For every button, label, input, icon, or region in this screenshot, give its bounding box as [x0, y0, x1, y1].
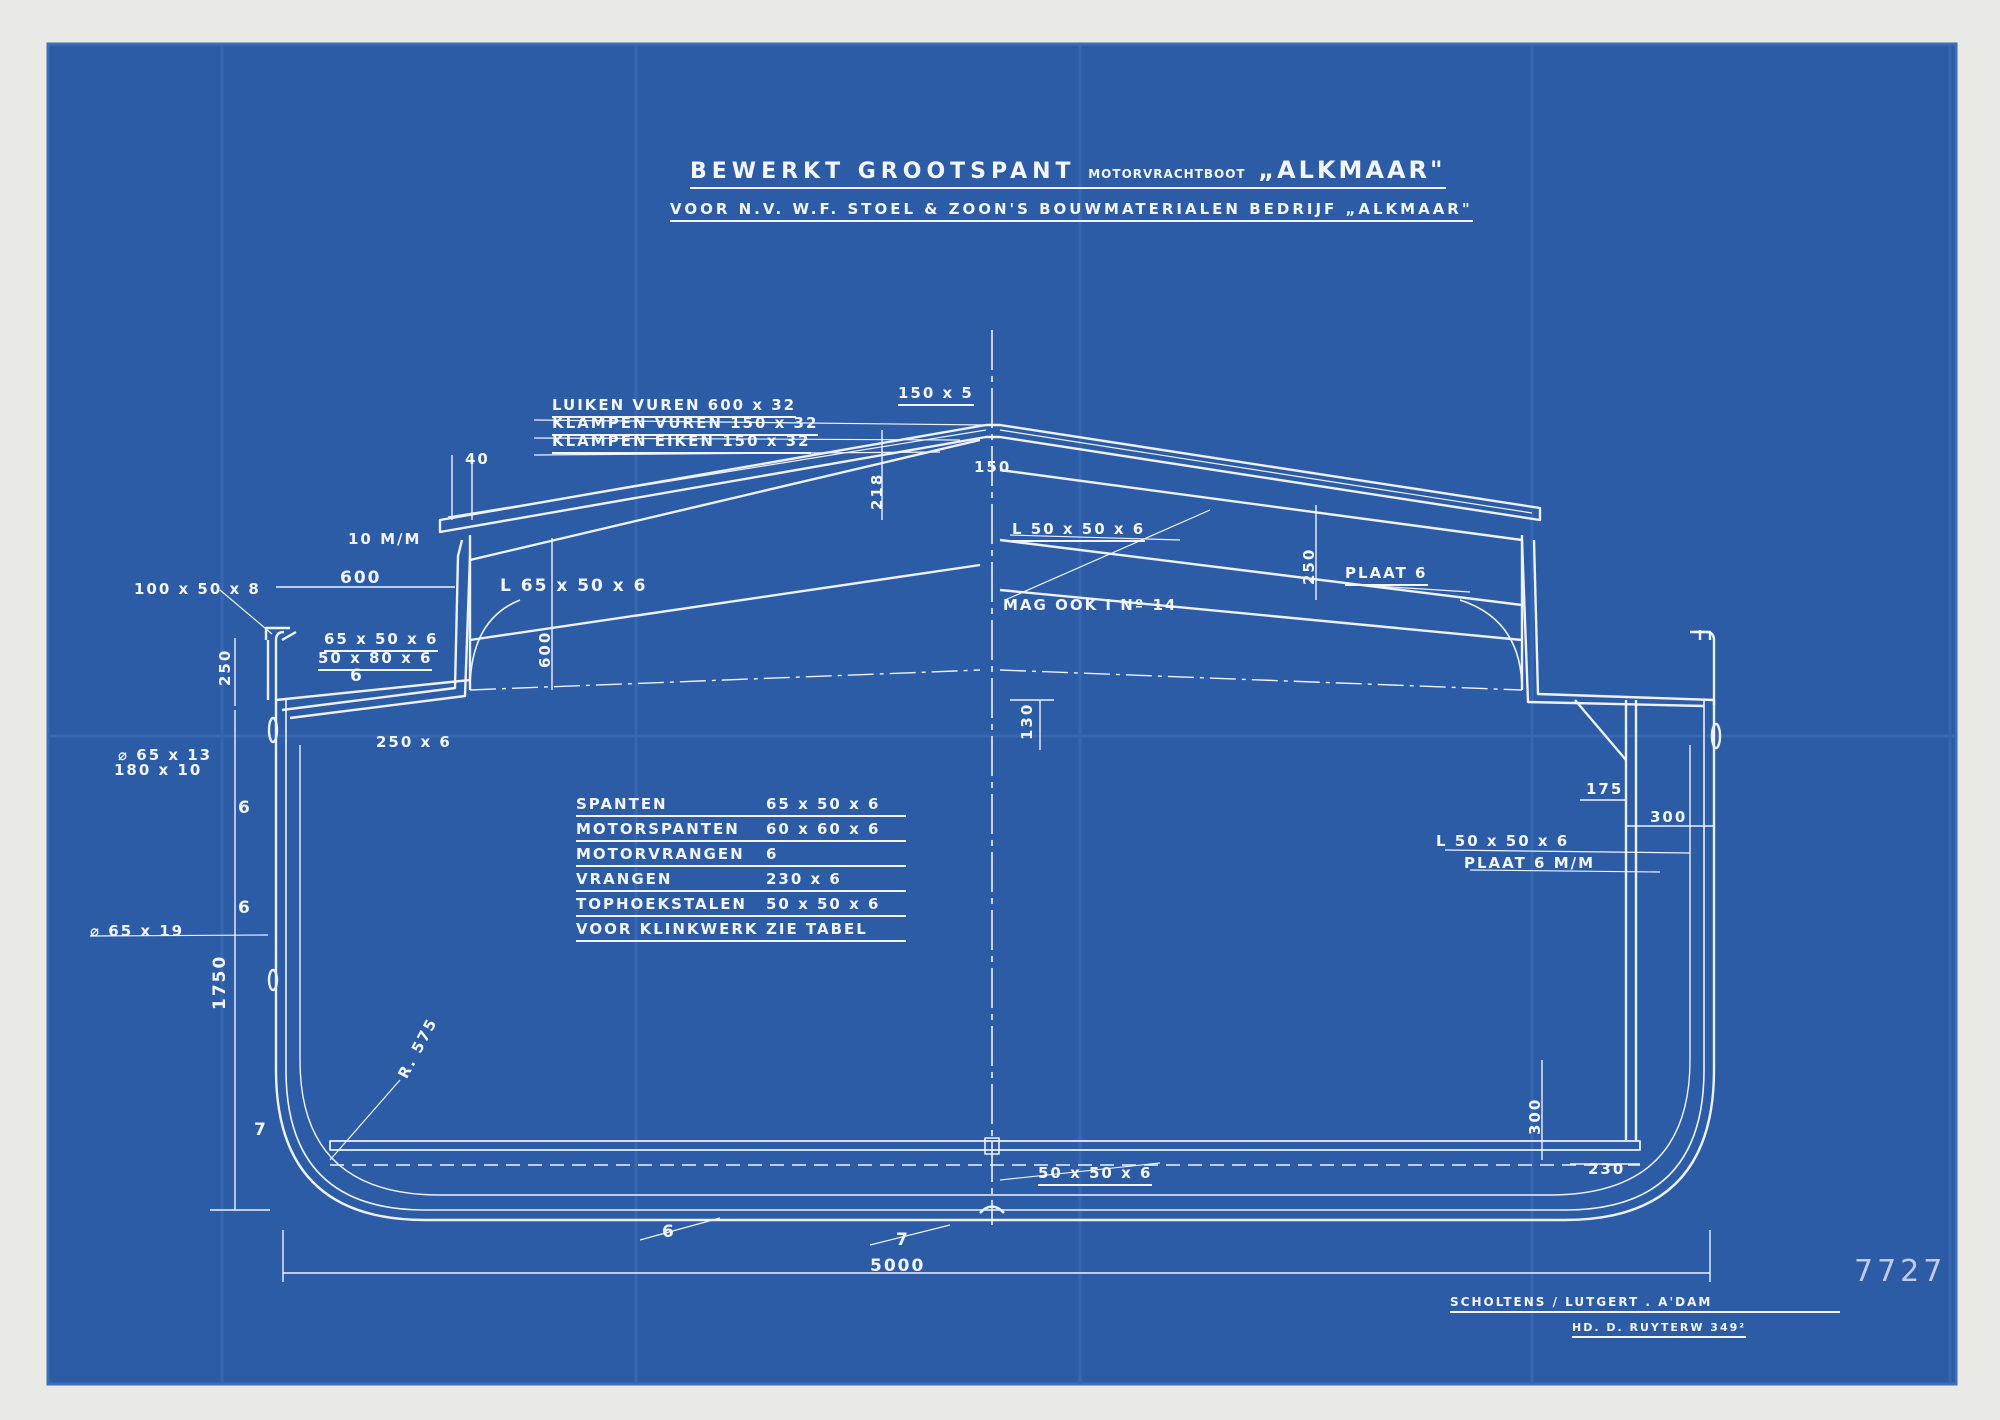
label-fender2: 180 x 10: [114, 761, 203, 779]
drawing-title: BEWERKT GROOTSPANT MOTORVRACHTBOOT „ALKM…: [690, 156, 1446, 189]
title-vessel-name: „ALKMAAR": [1258, 156, 1446, 184]
label-1750: 1750: [210, 954, 230, 1010]
label-230: 230: [1588, 1160, 1626, 1178]
label-klampen-vuren: KLAMPEN VUREN 150 x 32: [552, 416, 819, 436]
label-250-left: 250: [216, 648, 234, 686]
label-a50: 50 x 80 x 6: [318, 651, 433, 671]
maker-line2: HD. D. RUYTERW 349²: [1572, 1322, 1747, 1338]
label-218: 218: [868, 472, 886, 510]
label-angle-l65: L 65 x 50 x 6: [500, 576, 648, 596]
label-5000: 5000: [870, 1256, 926, 1276]
label-six-b: 6: [238, 898, 252, 918]
title-vessel-type: MOTORVRACHTBOOT: [1088, 167, 1246, 181]
label-130: 130: [1018, 702, 1036, 740]
label-600-v: 600: [536, 630, 554, 668]
label-luiken: LUIKEN VUREN 600 x 32: [552, 398, 797, 418]
label-l50-top: L 50 x 50 x 6: [1012, 522, 1146, 542]
label-fender3: ⌀ 65 x 19: [90, 922, 185, 940]
label-150x5: 150 x 5: [898, 386, 974, 406]
label-250-right: 250: [1300, 547, 1318, 585]
label-l50-right: L 50 x 50 x 6: [1436, 832, 1570, 850]
label-175: 175: [1586, 780, 1624, 798]
label-plaat6-top: PLAAT 6: [1345, 566, 1428, 586]
drawing-subtitle: VOOR N.V. W.F. STOEL & ZOON'S BOUWMATERI…: [670, 202, 1473, 222]
label-six-small: 6: [350, 666, 364, 686]
label-bottom-angle: 50 x 50 x 6: [1038, 1166, 1153, 1186]
label-seven-left: 7: [254, 1120, 268, 1140]
label-250x6: 250 x 6: [376, 733, 452, 751]
label-coaming: 100 x 50 x 8: [134, 580, 261, 598]
label-300-v: 300: [1526, 1097, 1544, 1135]
label-40: 40: [465, 450, 490, 468]
title-main: BEWERKT GROOTSPANT: [690, 159, 1076, 184]
label-klampen-eiken: KLAMPEN EIKEN 150 x 32: [552, 434, 811, 454]
label-mag-ook: MAG OOK I Nº 14: [1003, 596, 1178, 614]
label-600-h: 600: [340, 568, 382, 588]
label-300-top: 300: [1650, 808, 1688, 826]
archive-number: 7727: [1854, 1254, 1947, 1289]
label-seven-bottom: 7: [896, 1230, 910, 1250]
blueprint-paper: [48, 44, 1956, 1384]
label-fender1: ⌀ 65 x 13: [118, 746, 213, 764]
label-six-bottom: 6: [662, 1222, 676, 1242]
label-six-a: 6: [238, 798, 252, 818]
maker-line1: SCHOLTENS / LUTGERT . A'DAM: [1450, 1296, 1840, 1313]
label-plaat-right: PLAAT 6 M/M: [1464, 854, 1596, 872]
label-10mm: 10 M/M: [348, 530, 422, 548]
label-150: 150: [974, 458, 1012, 476]
label-a65: 65 x 50 x 6: [324, 632, 439, 652]
